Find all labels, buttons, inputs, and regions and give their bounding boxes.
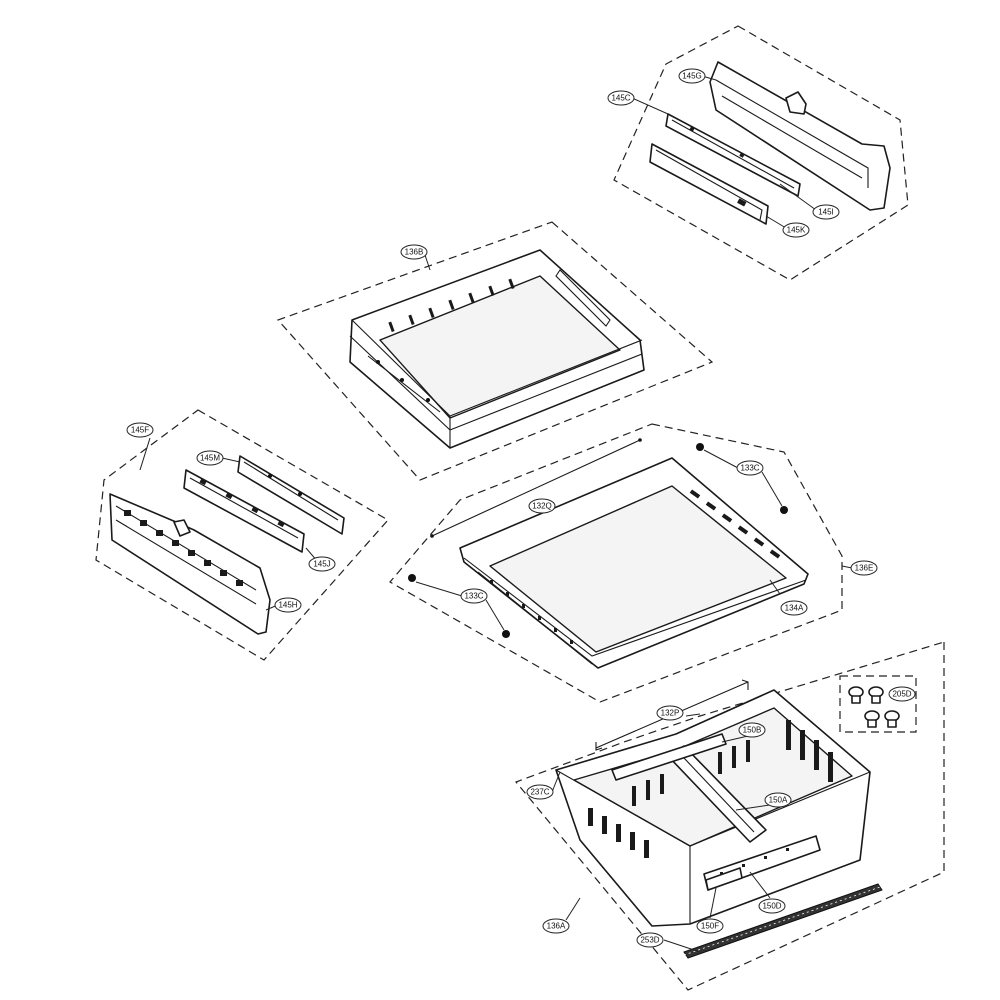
clip-icon [868, 686, 884, 704]
callout-136E-label: 136E [855, 564, 874, 573]
callout-150A-label: 150A [769, 796, 788, 805]
clip-icon [848, 686, 864, 704]
callout-237C[interactable]: 237C [526, 784, 554, 800]
group-145F [95, 409, 389, 661]
part-136B-tray[interactable] [349, 249, 645, 449]
part-145H-bracket[interactable] [109, 493, 271, 635]
callout-133C-bottom[interactable]: 133C [460, 588, 488, 604]
callout-133C-top-label: 133C [740, 464, 759, 473]
callout-145I-label: 145I [818, 208, 834, 217]
callout-134A-label: 134A [785, 604, 804, 613]
part-205D-clips[interactable] [839, 675, 917, 733]
callout-145J[interactable]: 145J [308, 556, 336, 572]
callout-205D-label: 205D [892, 690, 911, 699]
group-136E [389, 423, 853, 703]
group-136B [276, 221, 714, 481]
callout-205D[interactable]: 205D [888, 686, 916, 702]
callout-labels: 145C 145G 145I 145K 136B 145F 145M 145J [126, 68, 916, 948]
callout-150A[interactable]: 150A [764, 792, 792, 808]
callout-134A[interactable]: 134A [780, 600, 808, 616]
part-145G-rail[interactable] [709, 61, 891, 211]
callout-150F[interactable]: 150F [696, 918, 724, 934]
part-133C-screws[interactable] [408, 443, 788, 638]
callout-253D-label: 253D [640, 936, 659, 945]
callout-133C-bottom-label: 133C [464, 592, 483, 601]
callout-132Q[interactable]: 132Q [528, 498, 556, 514]
callout-150F-label: 150F [701, 922, 719, 931]
callout-150D-label: 150D [762, 902, 781, 911]
callout-237C-label: 237C [530, 788, 549, 797]
clip-icon [864, 710, 880, 728]
part-132Q-trim[interactable] [430, 438, 642, 538]
callout-136A[interactable]: 136A [542, 918, 570, 934]
callout-145G[interactable]: 145G [678, 68, 706, 84]
callout-132P[interactable]: 132P [656, 705, 684, 721]
screw-icon [780, 506, 788, 514]
callout-145H-label: 145H [278, 601, 297, 610]
callout-150B-label: 150B [743, 726, 762, 735]
part-145M-rail[interactable] [237, 455, 345, 535]
callout-145C[interactable]: 145C [607, 90, 635, 106]
part-145K-rail[interactable] [649, 143, 769, 225]
callout-145F[interactable]: 145F [126, 422, 154, 438]
group-outline-136B [276, 221, 714, 481]
callout-136B[interactable]: 136B [400, 244, 428, 260]
callout-150D[interactable]: 150D [758, 898, 786, 914]
callout-145H[interactable]: 145H [274, 597, 302, 613]
callout-133C-top[interactable]: 133C [736, 460, 764, 476]
callout-136B-label: 136B [405, 248, 424, 257]
part-134A-shelf[interactable] [459, 457, 809, 669]
group-outline-145F [95, 409, 389, 661]
group-136A [514, 641, 945, 991]
part-145J-rail[interactable] [183, 469, 305, 553]
callout-145K[interactable]: 145K [782, 222, 810, 238]
part-150B-divider-bar[interactable] [611, 733, 727, 781]
callout-132P-label: 132P [661, 709, 680, 718]
part-150F-label-holder[interactable] [705, 867, 743, 891]
part-253D-gasket[interactable] [683, 883, 883, 959]
screw-icon [502, 630, 510, 638]
callout-145C-label: 145C [611, 94, 630, 103]
group-outline-136E [389, 423, 843, 703]
callout-132Q-label: 132Q [532, 502, 552, 511]
part-145I-rail[interactable] [665, 113, 801, 197]
part-237C-basket[interactable] [555, 689, 871, 927]
callout-253D[interactable]: 253D [636, 932, 664, 948]
group-145C [613, 25, 909, 281]
callout-145M-label: 145M [200, 454, 220, 463]
callout-145J-label: 145J [313, 560, 330, 569]
callout-136A-label: 136A [547, 922, 566, 931]
screw-icon [696, 443, 704, 451]
group-outline-136A [514, 641, 945, 991]
callout-136E[interactable]: 136E [850, 560, 878, 576]
callout-145G-label: 145G [682, 72, 702, 81]
clip-icon [884, 710, 900, 728]
callout-150B[interactable]: 150B [738, 722, 766, 738]
callout-145F-label: 145F [131, 426, 149, 435]
callout-145K-label: 145K [787, 226, 806, 235]
group-outline-145C [613, 25, 909, 281]
callout-145I[interactable]: 145I [812, 204, 840, 220]
screw-icon [408, 574, 416, 582]
callout-145M[interactable]: 145M [196, 450, 224, 466]
